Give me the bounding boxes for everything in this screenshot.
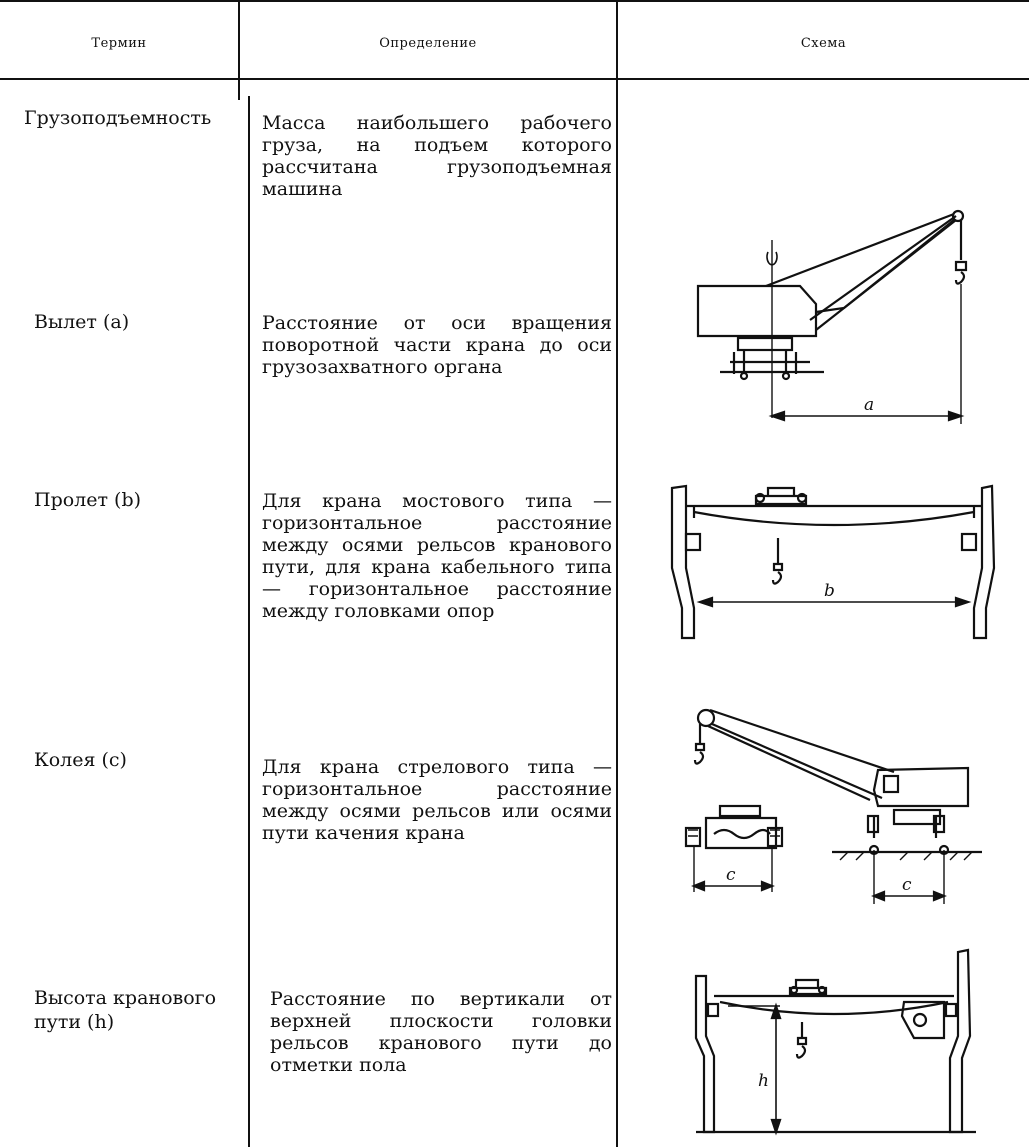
- term-load-capacity: Грузоподъемность: [24, 107, 212, 129]
- term-reach: Вылет (a): [34, 310, 254, 334]
- term-gauge: Колея (c): [34, 749, 127, 771]
- term-rail-height: Высота кранового пути (h): [34, 987, 217, 1033]
- column-divider-2: [616, 0, 618, 1147]
- term-span: Пролет (b): [34, 489, 142, 511]
- column-divider-1-lower: [248, 96, 250, 1147]
- crane-span-diagram: b: [670, 484, 996, 640]
- definition-span: Для крана мостового типа — горизонтально…: [262, 490, 612, 622]
- crane-gauge-diagram: c c: [684, 708, 982, 904]
- table-top-rule: [0, 0, 1029, 2]
- label-reach-a: a: [864, 395, 874, 415]
- crane-reach-diagram: a: [696, 209, 968, 424]
- crane-rail-height-diagram: h: [694, 948, 976, 1136]
- definition-load-capacity: Масса наибольшего рабочего груза, на под…: [262, 112, 612, 200]
- definition-rail-height: Расстояние по вертикали от верхней плоск…: [270, 988, 612, 1076]
- scheme-rail-height-crane: h: [684, 946, 984, 1146]
- term-reach-text: Вылет (a): [34, 311, 130, 333]
- column-divider-1: [238, 0, 240, 100]
- header-definition: Определение: [379, 36, 477, 51]
- definition-gauge: Для крана стрелового типа — горизонтальн…: [262, 756, 612, 844]
- header-scheme: Схема: [800, 36, 847, 51]
- label-rail-height-h: h: [758, 1071, 769, 1091]
- scheme-span-crane: b: [664, 478, 1004, 648]
- table-header-rule: [0, 78, 1029, 80]
- label-span-b: b: [824, 581, 835, 601]
- scheme-reach-crane: a: [660, 200, 1000, 440]
- label-gauge-c-right: c: [902, 875, 912, 895]
- header-term: Термин: [91, 36, 147, 51]
- label-gauge-c-left: c: [726, 865, 736, 885]
- scheme-gauge-crane: c c: [664, 700, 994, 910]
- definition-reach: Расстояние от оси вращения поворотной ча…: [262, 312, 612, 378]
